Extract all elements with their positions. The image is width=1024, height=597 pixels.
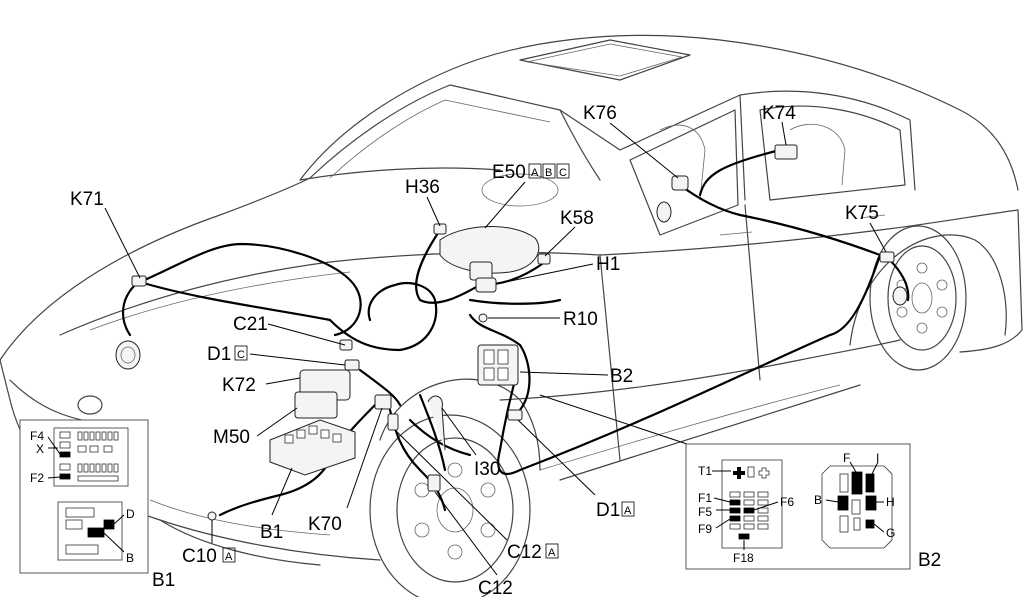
b2-relay-label-i: I [876, 451, 879, 465]
c12a-connector [387, 413, 399, 431]
b1-fuse-row-top [59, 431, 119, 482]
label-c12a: C12 [507, 542, 542, 563]
k76-connector [671, 175, 689, 191]
h36-connector [433, 223, 447, 235]
c10a-connector [207, 511, 217, 521]
b2-fuse-label-t1: T1 [698, 464, 712, 478]
label-i30: I30 [474, 459, 500, 480]
k71-connector [131, 275, 147, 287]
b2-fuse-label-f5: F5 [698, 505, 712, 519]
label-k71: K71 [70, 189, 104, 210]
label-c12a-suffix: A [548, 547, 556, 559]
h1-connector [475, 277, 497, 293]
label-d1a: D1 [596, 500, 620, 521]
b2-relay-label-b: B [814, 493, 822, 507]
b2-fuse-label-f6: F6 [780, 495, 794, 509]
label-b1: B1 [260, 522, 283, 543]
e50-suffix-b: B [545, 167, 552, 179]
label-k75: K75 [845, 203, 879, 224]
components [115, 144, 908, 521]
b2-fuse-label-f9: F9 [698, 522, 712, 536]
b2-fuse-label-f1: F1 [698, 491, 712, 505]
label-r10: R10 [563, 309, 598, 330]
inset-b2-title: B2 [918, 550, 941, 571]
k58-connector [537, 253, 551, 265]
b1-relay-label-b: B [126, 551, 134, 565]
k75-connector [879, 251, 895, 263]
b2-relay-label-f: F [843, 451, 850, 465]
label-e50: E50 [492, 162, 526, 183]
rear-wheel [869, 225, 967, 371]
label-k74: K74 [762, 103, 796, 124]
d1c-connector [344, 359, 360, 371]
label-c10-suffix: A [225, 551, 233, 563]
label-k70: K70 [308, 514, 342, 535]
d1a-connector [507, 409, 523, 421]
label-b2: B2 [610, 366, 633, 387]
b1-relay-label-d: D [126, 507, 135, 521]
e50-module [439, 225, 540, 274]
b1-fuse-label-f2: F2 [30, 471, 44, 485]
b2-relay-label-g: G [886, 526, 895, 540]
label-c12: C12 [478, 578, 513, 597]
k74-connector [774, 144, 798, 160]
b1-fuse-label-f4: F4 [30, 429, 44, 443]
label-h36: H36 [405, 177, 440, 198]
k70-connector [374, 394, 392, 410]
label-d1c-suffix: C [237, 349, 245, 361]
label-c21: C21 [233, 314, 268, 335]
e50-suffix-c: C [559, 167, 567, 179]
wiring-harness [122, 148, 910, 517]
e50-suffix-a: A [531, 167, 539, 179]
label-d1a-suffix: A [624, 505, 632, 517]
label-h1: H1 [596, 254, 620, 275]
c12-connector [427, 474, 441, 492]
inset-b2: T1 F1 F5 F9 F6 F18 F I B H G B2 [685, 443, 941, 571]
inset-b1-title: B1 [152, 570, 175, 591]
inset-b1: F4 X F2 D B B1 [19, 419, 175, 591]
leader-lines [104, 121, 887, 576]
b2-relay-label-h: H [886, 495, 895, 509]
label-d1c: D1 [207, 344, 231, 365]
front-wheel [369, 414, 531, 597]
m50-unit [294, 391, 338, 419]
label-m50: M50 [213, 427, 250, 448]
label-k58: K58 [560, 208, 594, 229]
label-c10: C10 [182, 546, 217, 567]
r10-connector [478, 313, 488, 323]
i30-sensor [427, 395, 446, 451]
c21-connector [339, 339, 353, 351]
label-k76: K76 [583, 103, 617, 124]
b1-fuse-label-x: X [36, 442, 44, 456]
label-k72: K72 [222, 375, 256, 396]
k71-sensor-ring [115, 340, 141, 370]
e50-suffix-boxes: A B C [528, 163, 570, 179]
b2-fuse-label-f18: F18 [733, 551, 754, 565]
callout-labels: K71 H36 E50 A B C K76 K74 K58 H1 K75 C21… [70, 103, 879, 597]
